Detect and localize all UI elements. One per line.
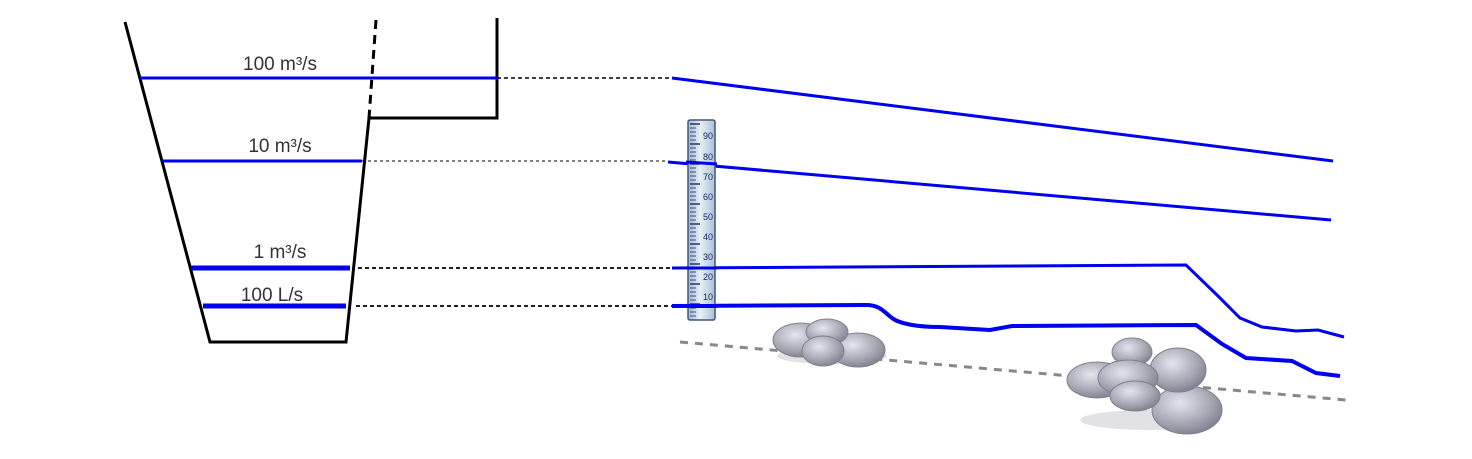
- gauge-tick-label: 30: [703, 252, 713, 262]
- flow-label-1m3s: 1 m³/s: [254, 242, 307, 263]
- flow-label-100m3s: 100 m³/s: [243, 54, 317, 75]
- profile-100ls: [671, 302, 1341, 378]
- profile-10m3s: [667, 160, 1332, 222]
- staff-gauge-icon: 90 80 70 60 50 40 30 20 10: [685, 119, 718, 321]
- rock-cluster-icon: [772, 318, 887, 368]
- staff-gauge-board: [687, 119, 716, 321]
- gauge-tick-label: 50: [703, 212, 713, 222]
- flow-label-100ls: 100 L/s: [241, 285, 303, 306]
- gauge-tick-label: 90: [703, 131, 713, 141]
- level-connectors: [356, 77, 672, 307]
- gauge-tick-label: 40: [703, 232, 713, 242]
- rock: [801, 335, 845, 367]
- gauge-tick-label: 60: [703, 192, 713, 202]
- rock: [1151, 385, 1223, 435]
- water-profiles: [667, 76, 1345, 378]
- channel-cross-section: 100 m³/s 10 m³/s 1 m³/s 100 L/s: [123, 18, 499, 344]
- channel-dashed-bank: [367, 19, 378, 119]
- rock-cluster-icon: [1066, 337, 1223, 435]
- flow-label-10m3s: 10 m³/s: [248, 136, 311, 157]
- gauge-tick-label: 80: [703, 152, 713, 162]
- rock: [1109, 380, 1161, 412]
- profile-100m3s: [671, 76, 1334, 163]
- gauge-tick-label: 20: [703, 272, 713, 282]
- gauge-tick-label: 70: [703, 172, 713, 182]
- staff-gauge-labels: 90 80 70 60 50 40 30 20 10: [703, 131, 713, 302]
- rock: [1149, 347, 1207, 393]
- gauge-tick-label: 10: [703, 292, 713, 302]
- channel-outline: [123, 18, 499, 344]
- profile-1m3s: [671, 263, 1345, 339]
- gauge-water-mark-10m3s: [685, 160, 718, 166]
